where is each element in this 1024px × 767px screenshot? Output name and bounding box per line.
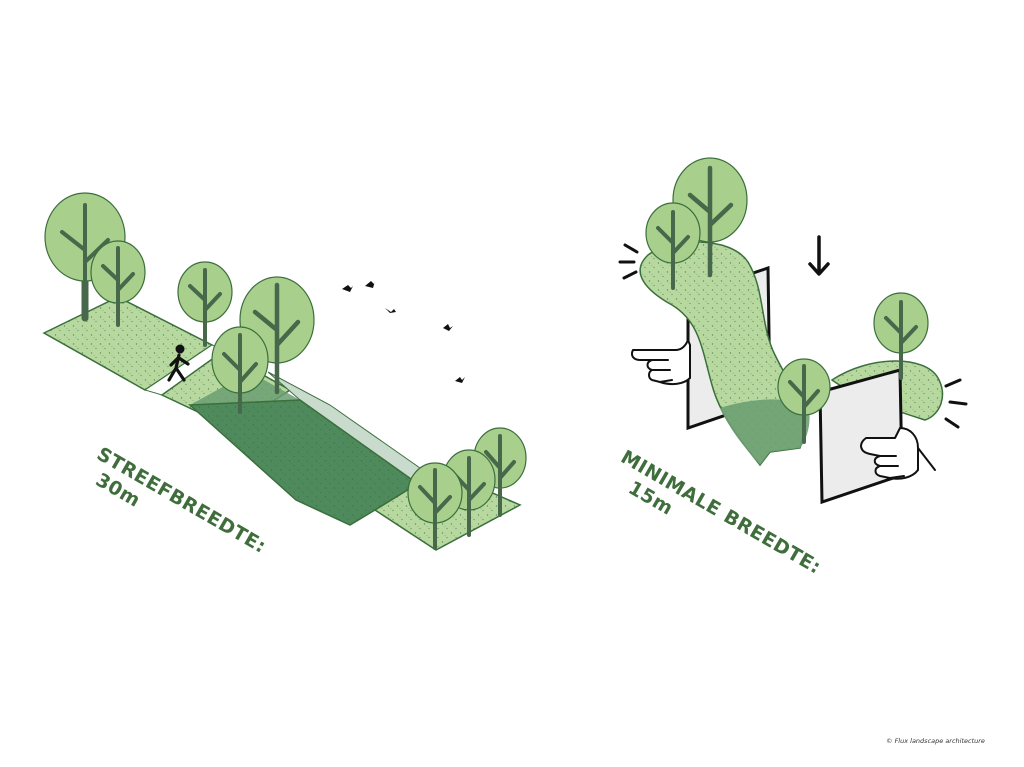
bird-icon: [385, 308, 396, 313]
bird-icon: [342, 285, 353, 292]
tree: [645, 202, 701, 290]
tree: [777, 358, 831, 444]
bird-icon: [455, 377, 465, 383]
tree: [211, 326, 269, 414]
wide-corridor-diagram: [42, 192, 527, 551]
tree: [90, 240, 146, 327]
tree: [177, 261, 233, 347]
corridor-shadow: [720, 399, 810, 465]
bird-icon: [365, 281, 375, 288]
pointing-hand-icon: [860, 427, 936, 480]
bird-icon: [443, 324, 453, 331]
tree: [873, 292, 929, 380]
tree: [407, 462, 463, 550]
emphasis-marks: [944, 378, 968, 429]
pinch-panel-front: [818, 368, 904, 505]
down-arrow-icon: [808, 235, 830, 276]
walking-person-icon: [167, 344, 190, 382]
pointing-hand-icon: [630, 339, 691, 386]
narrow-corridor-diagram: [618, 157, 968, 505]
emphasis-marks: [618, 243, 639, 280]
copyright-credit: © Flux landscape architecture: [886, 737, 985, 745]
